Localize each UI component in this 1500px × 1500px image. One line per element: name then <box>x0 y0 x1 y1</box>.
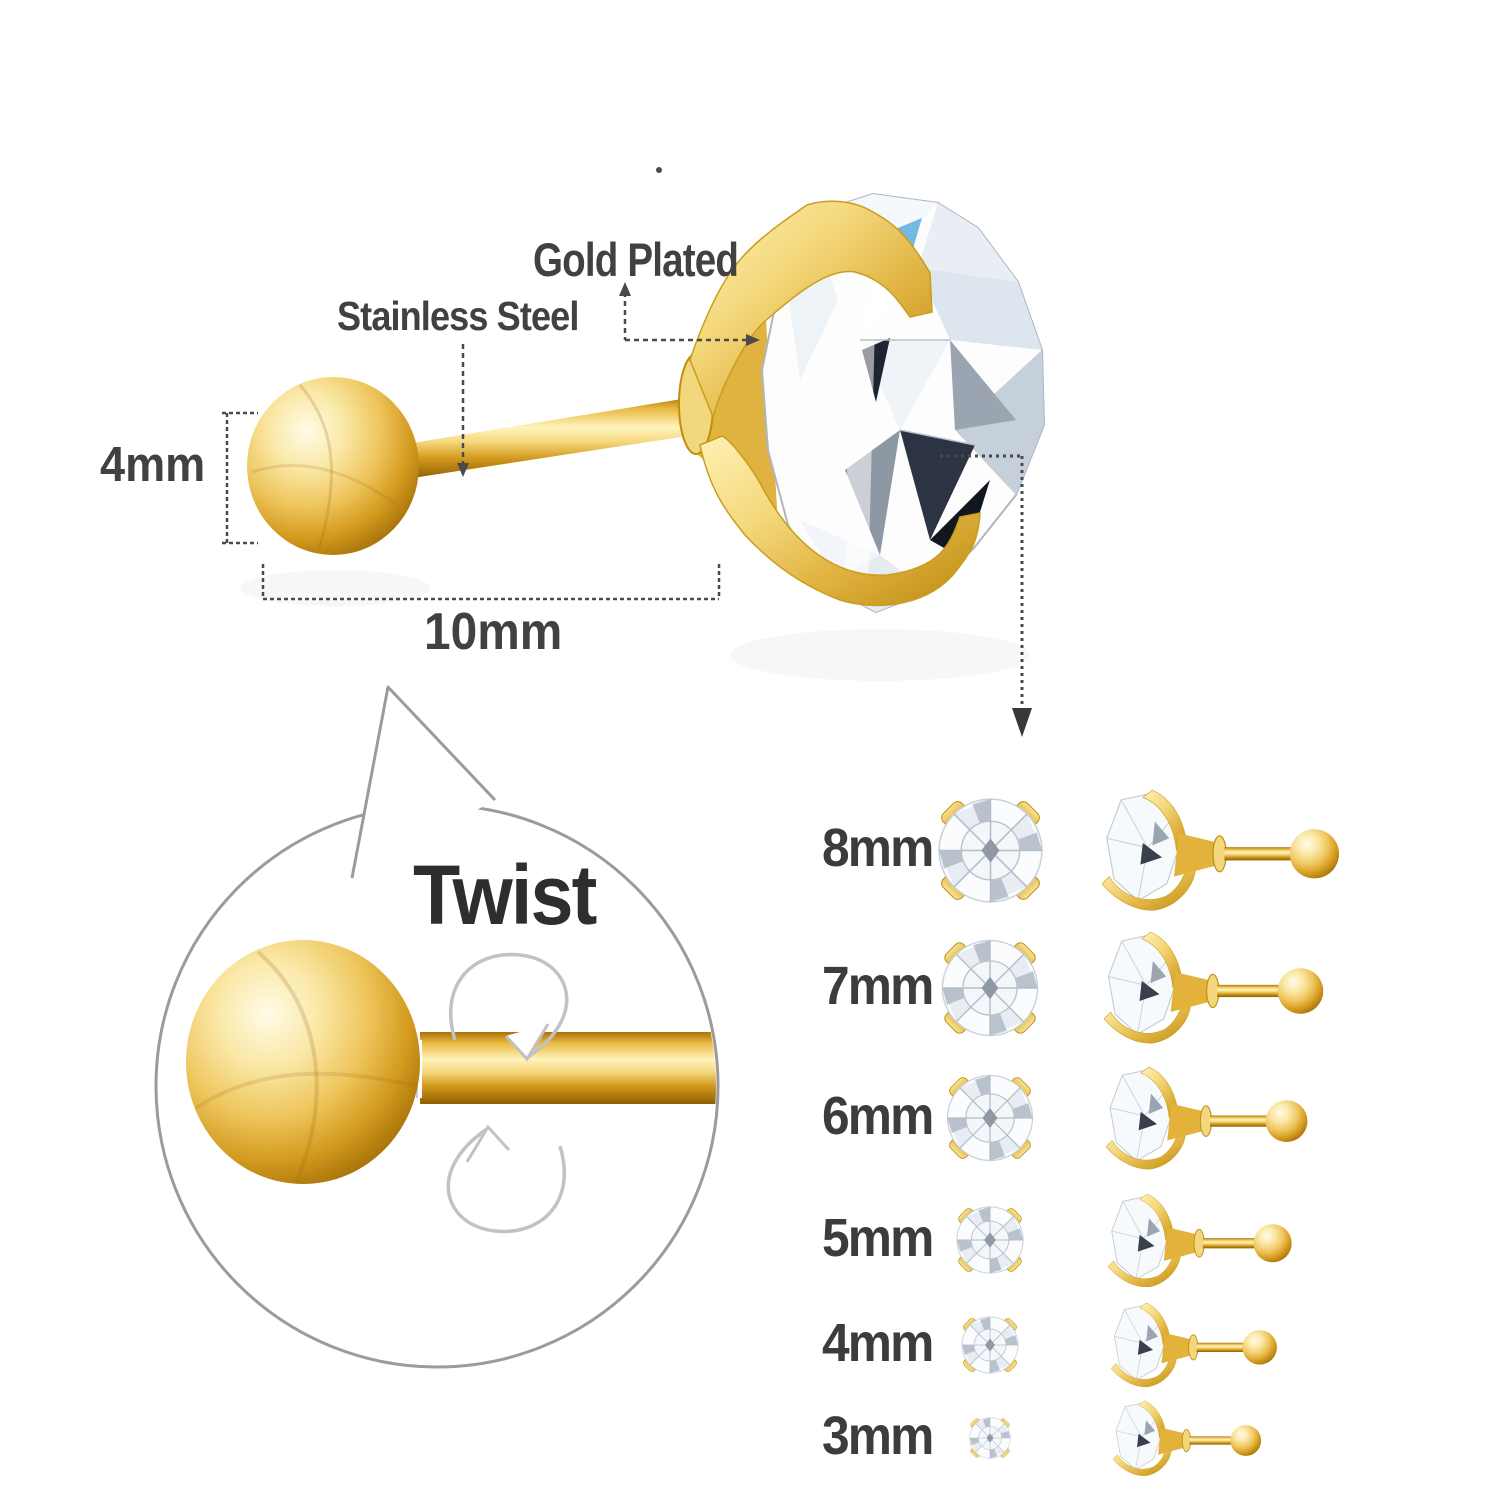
bar-length-bracket <box>261 564 721 601</box>
front-view-gem <box>961 1316 1019 1374</box>
twist-label: Twist <box>413 848 597 942</box>
size-label: 7mm <box>822 956 934 1016</box>
size-label: 4mm <box>822 1313 934 1373</box>
annotation-lines <box>222 167 1032 737</box>
magnifier-bubble <box>154 685 720 1369</box>
front-view-gem <box>956 1206 1024 1274</box>
side-view-stud <box>1102 789 1340 911</box>
front-view-gem <box>969 1417 1011 1459</box>
magnifier-tail <box>350 685 497 879</box>
hero-ball <box>247 377 419 555</box>
bar-length-label: 10mm <box>424 603 563 661</box>
front-view-gem <box>937 797 1043 903</box>
speck <box>656 167 662 173</box>
gold-plated-arrow <box>619 282 760 346</box>
size-label: 6mm <box>822 1086 934 1146</box>
gold-plated-label: Gold Plated <box>533 233 739 286</box>
side-view-stud <box>1104 931 1324 1045</box>
stainless-steel-label: Stainless Steel <box>337 293 579 339</box>
side-view-stud <box>1112 1400 1262 1476</box>
size-label: 3mm <box>822 1406 934 1466</box>
size-chart-pointer <box>940 454 1032 737</box>
side-view-stud <box>1110 1302 1277 1388</box>
stainless-steel-arrow <box>457 344 469 477</box>
side-view-stud <box>1108 1193 1293 1288</box>
ball-diameter-bracket <box>222 411 258 545</box>
side-view-stud <box>1106 1066 1309 1170</box>
rotation-arrows <box>446 952 569 1234</box>
front-view-gem <box>946 1074 1034 1162</box>
size-label: 8mm <box>822 818 934 878</box>
magnifier-ball <box>186 940 420 1184</box>
soft-shadows <box>240 570 1030 681</box>
size-label: 5mm <box>822 1208 934 1268</box>
hero-bottom-prong <box>699 435 981 607</box>
hero-top-prong <box>689 200 933 420</box>
hero-bar <box>406 396 700 479</box>
ball-diameter-label: 4mm <box>100 438 206 492</box>
front-view-gem <box>941 939 1039 1037</box>
magnifier-bar <box>420 1032 716 1104</box>
